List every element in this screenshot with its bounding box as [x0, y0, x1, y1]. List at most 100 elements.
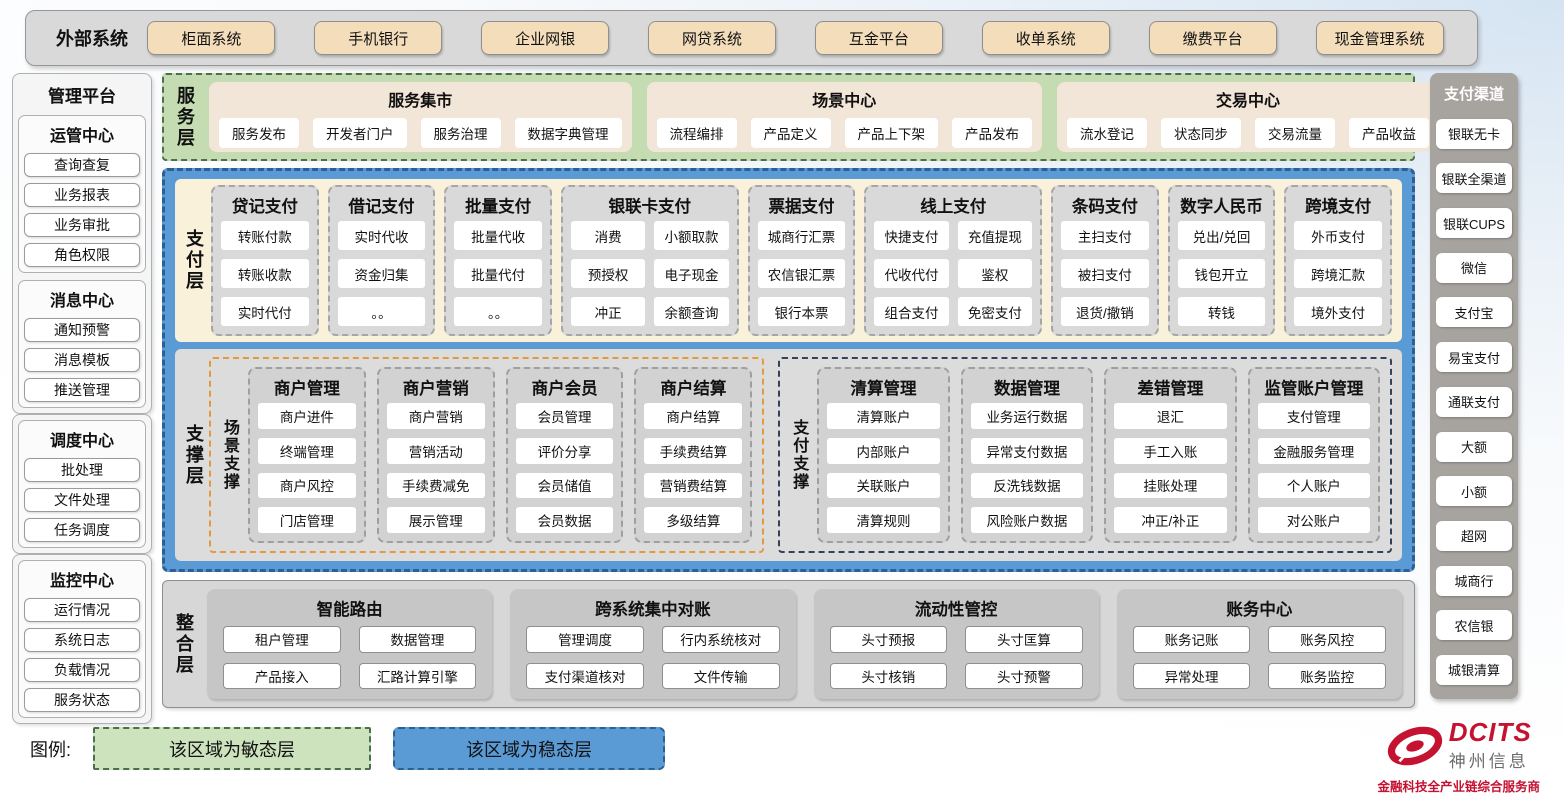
sidebar-group-title: 监控中心	[24, 566, 140, 592]
integration-group-item: 账务监控	[1268, 663, 1386, 690]
integration-group-title: 跨系统集中对账	[526, 592, 779, 626]
legend-agile-box: 该区域为敏态层	[93, 727, 371, 770]
support-column-item: 退汇	[1114, 403, 1226, 429]
integration-layer-label: 整合层	[175, 613, 193, 676]
payment-column-items: 城商行汇票农信银汇票银行本票	[758, 221, 846, 326]
support-column-item: 业务运行数据	[971, 403, 1083, 429]
service-group-item: 服务治理	[421, 118, 501, 148]
support-column-title: 清算管理	[827, 372, 939, 403]
integration-group-item: 头寸匡算	[965, 626, 1083, 653]
support-layer-section: 支撑层 场景支撑 商户管理 商户进件终端管理商户风控门店管理	[175, 349, 1402, 561]
integration-group-item: 行内系统核对	[662, 626, 780, 653]
dcits-logo-icon	[1386, 724, 1444, 768]
sidebar-panel: 调度中心 批处理文件处理任务调度	[12, 414, 152, 554]
sidebar-group-item: 推送管理	[24, 378, 140, 402]
service-group-item: 状态同步	[1161, 118, 1241, 148]
logo-text-block: DCITS 神州信息	[1449, 719, 1532, 772]
payment-channel-item: 小额	[1436, 476, 1512, 506]
sidebar-group-item: 任务调度	[24, 518, 140, 542]
payment-channel-item: 城银清算	[1436, 655, 1512, 685]
sidebar-panel-title: 管理平台	[18, 79, 146, 108]
service-group: 场景中心 流程编排产品定义产品上下架产品发布	[647, 82, 1043, 152]
support-column-item: 门店管理	[258, 507, 356, 533]
service-group-item: 流程编排	[657, 118, 737, 148]
support-column-item: 挂账处理	[1114, 473, 1226, 499]
legend-label: 图例:	[30, 736, 71, 762]
payment-column-items: 批量代收批量代付。。	[454, 221, 542, 326]
service-layer-section: 服务层 服务集市 服务发布开发者门户服务治理数据字典管理 场景中心 流程编排产品…	[162, 73, 1415, 161]
support-column-item: 会员储值	[516, 473, 614, 499]
service-group-items: 服务发布开发者门户服务治理数据字典管理	[219, 118, 622, 148]
support-column-items: 支付管理金融服务管理个人账户对公账户	[1258, 403, 1370, 533]
payment-column-item: 预授权	[571, 259, 645, 288]
external-systems-list: 柜面系统手机银行企业网银网贷系统互金平台收单系统缴费平台现金管理系统	[128, 21, 1463, 55]
external-system-box: 缴费平台	[1149, 21, 1277, 55]
payment-column-item: 小额取款	[654, 221, 728, 250]
support-zone: 支付支撑 清算管理 清算账户内部账户关联账户清算规则 数据管理	[778, 357, 1392, 553]
integration-layer-section: 整合层 智能路由 租户管理数据管理产品接入汇路计算引擎 跨系统集中对账 管理调度…	[162, 580, 1415, 708]
service-group-item: 产品定义	[751, 118, 831, 148]
support-column-item: 商户风控	[258, 473, 356, 499]
payment-column-item: 境外支付	[1294, 297, 1382, 326]
support-column-item: 手工入账	[1114, 438, 1226, 464]
support-column-items: 会员管理评价分享会员储值会员数据	[516, 403, 614, 533]
payment-column-item: 主扫支付	[1061, 221, 1149, 250]
footer-row: 图例: 该区域为敏态层 该区域为稳态层 DCITS 神州信息 金融科技全产业链综…	[30, 727, 1540, 795]
service-group-item: 产品收益	[1349, 118, 1429, 148]
payment-column: 跨境支付 外币支付跨境汇款境外支付	[1284, 185, 1392, 336]
support-column-item: 清算账户	[827, 403, 939, 429]
payment-column-item: 鉴权	[958, 259, 1032, 288]
payment-column-items: 主扫支付被扫支付退货/撤销	[1061, 221, 1149, 326]
sidebar-group-item: 运行情况	[24, 598, 140, 622]
service-group-item: 开发者门户	[313, 118, 407, 148]
payment-column-item: 电子现金	[654, 259, 728, 288]
service-group-title: 交易中心	[1067, 87, 1429, 111]
payment-column-item: 余额查询	[654, 297, 728, 326]
payment-column-item: 外币支付	[1294, 221, 1382, 250]
management-platform-sidebar: 管理平台 运管中心 查询查复业务报表业务审批角色权限 消息中心 通知预警消息模板…	[12, 73, 152, 705]
payment-column-item: 钱包开立	[1178, 259, 1266, 288]
support-column-item: 风险账户数据	[971, 507, 1083, 533]
payment-column-title: 数字人民币	[1178, 190, 1266, 221]
integration-group-items: 账务记账账务风控异常处理账务监控	[1133, 626, 1386, 689]
support-column-item: 评价分享	[516, 438, 614, 464]
legend: 图例: 该区域为敏态层 该区域为稳态层	[30, 727, 665, 770]
payment-column-title: 跨境支付	[1294, 190, 1382, 221]
sidebar-group-item: 系统日志	[24, 628, 140, 652]
service-group-items: 流水登记状态同步交易流量产品收益	[1067, 118, 1429, 148]
payment-column-item: 冲正	[571, 297, 645, 326]
integration-group: 流动性管控 头寸预报头寸匡算头寸核销头寸预警	[814, 589, 1099, 699]
payment-column: 借记支付 实时代收资金归集。。	[328, 185, 436, 336]
payment-column-item: 跨境汇款	[1294, 259, 1382, 288]
support-column: 商户营销 商户营销营销活动手续费减免展示管理	[377, 367, 495, 543]
support-column-item: 支付管理	[1258, 403, 1370, 429]
payment-column-item: 兑出/兑回	[1178, 221, 1266, 250]
payment-channel-item: 银联全渠道	[1436, 163, 1512, 193]
support-column-item: 异常支付数据	[971, 438, 1083, 464]
payment-column-items: 消费小额取款预授权电子现金冲正余额查询	[571, 221, 729, 326]
legend-stable-box: 该区域为稳态层	[393, 727, 665, 770]
external-system-box: 收单系统	[982, 21, 1110, 55]
logo-brand-text: DCITS	[1449, 719, 1532, 745]
payment-channel-item: 银联无卡	[1436, 119, 1512, 149]
payment-channel-item: 支付宝	[1436, 297, 1512, 327]
sidebar-group: 调度中心 批处理文件处理任务调度	[18, 420, 146, 548]
payment-channel-item: 城商行	[1436, 566, 1512, 596]
support-column: 数据管理 业务运行数据异常支付数据反洗钱数据风险账户数据	[961, 367, 1093, 543]
integration-group-item: 异常处理	[1133, 663, 1251, 690]
stable-layer-container: 支付层 贷记支付 转账付款转账收款实时代付 借记支付 实时代收资金归集。。	[162, 168, 1415, 572]
payment-column-item: 消费	[571, 221, 645, 250]
sidebar-group-title: 消息中心	[24, 286, 140, 312]
service-group: 交易中心 流水登记状态同步交易流量产品收益	[1057, 82, 1439, 152]
logo-row: DCITS 神州信息	[1386, 719, 1532, 772]
payment-column-item: 实时代付	[221, 297, 309, 326]
external-system-box: 手机银行	[314, 21, 442, 55]
service-group-items: 流程编排产品定义产品上下架产品发布	[657, 118, 1033, 148]
support-column-item: 对公账户	[1258, 507, 1370, 533]
support-column-item: 商户营销	[387, 403, 485, 429]
integration-group-title: 流动性管控	[830, 592, 1083, 626]
support-column: 商户结算 商户结算手续费结算营销费结算多级结算	[634, 367, 752, 543]
integration-group-items: 头寸预报头寸匡算头寸核销头寸预警	[830, 626, 1083, 689]
payment-column-title: 借记支付	[338, 190, 426, 221]
external-system-box: 现金管理系统	[1316, 21, 1444, 55]
